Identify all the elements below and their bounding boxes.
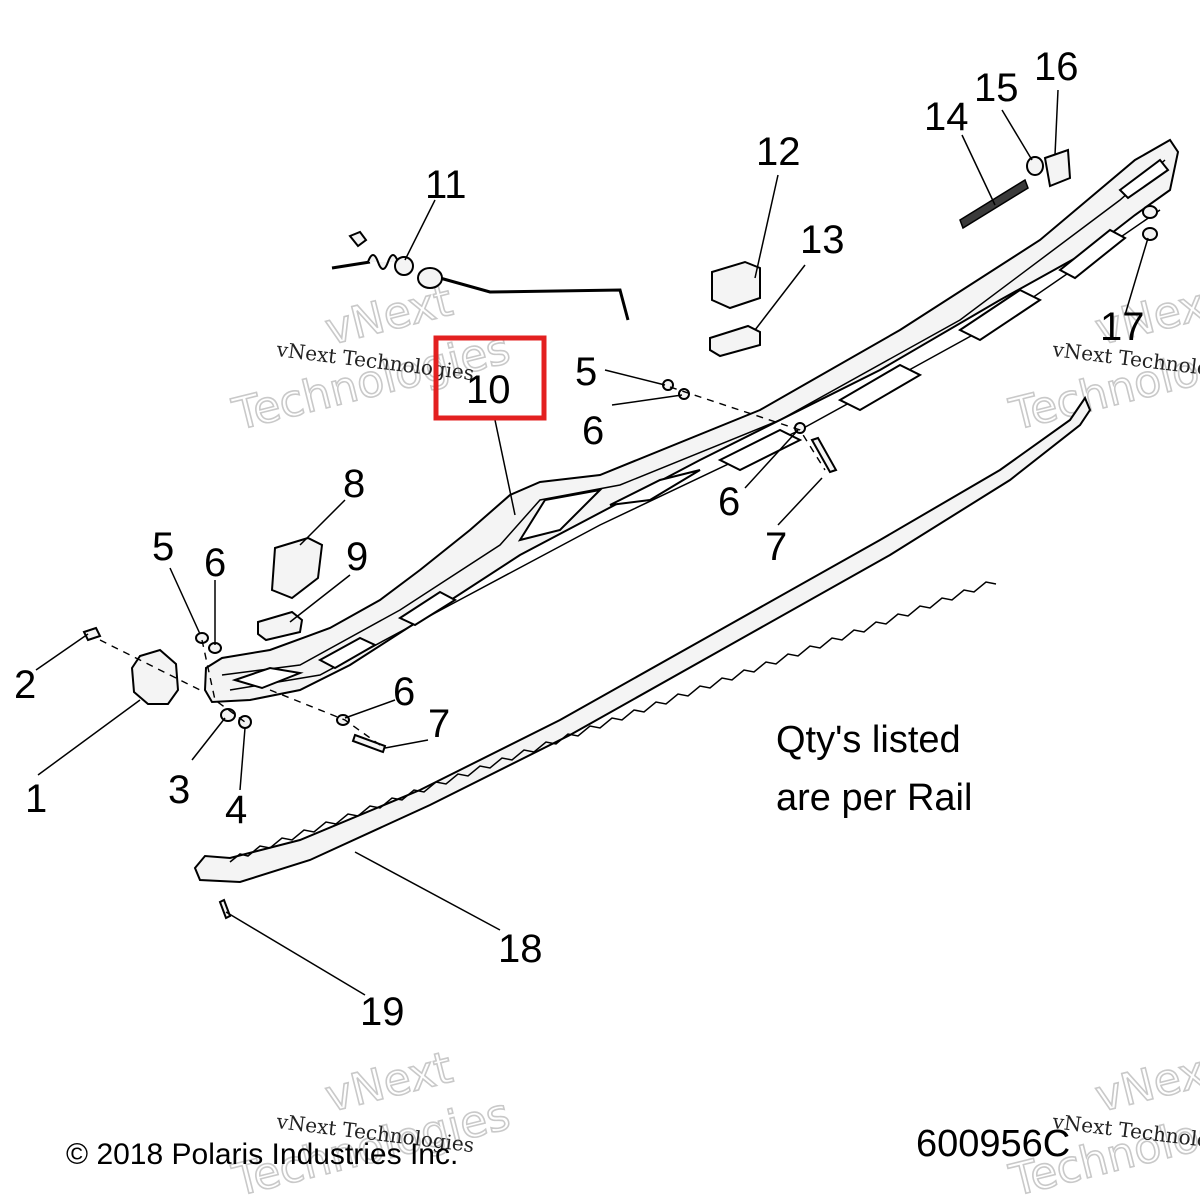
nut-17a (1142, 205, 1158, 219)
washer-3 (220, 708, 236, 722)
highlight-box (433, 335, 547, 421)
nut-4 (238, 715, 252, 729)
callout-3: 3 (168, 768, 190, 812)
callout-12: 12 (756, 130, 801, 174)
bolt-19 (218, 898, 232, 920)
watermark-bottom-right: Technologies vNext vNext Technologies (1004, 1041, 1200, 1200)
spring-coil (367, 254, 399, 270)
callout-16: 16 (1034, 45, 1079, 89)
callout-9: 9 (346, 535, 368, 579)
washer-6-mid (678, 388, 690, 400)
bumper-8 (270, 536, 324, 600)
note-line-1: Qty's listed (776, 719, 961, 761)
washer-15 (1026, 156, 1044, 176)
nut-17b (1142, 227, 1158, 241)
callout-4: 4 (225, 788, 247, 832)
end-cap-1 (130, 648, 180, 705)
rail-cutouts (231, 158, 1170, 690)
callout-5-mid: 5 (575, 350, 597, 394)
callout-7-lower: 7 (428, 702, 450, 746)
wear-strip (193, 395, 1092, 884)
callout-labels: 1 2 3 4 5 6 6 7 8 9 10 11 12 13 14 15 16… (14, 45, 1145, 1034)
spring-rod-assembly (331, 230, 630, 321)
hardware (195, 379, 838, 920)
bolt-7-lower (351, 733, 387, 754)
callout-1: 1 (25, 777, 47, 821)
spring-rod (331, 260, 630, 321)
watermark-bottom-left: Technologies vNext vNext Technologies (227, 1041, 516, 1200)
callout-14: 14 (924, 95, 969, 139)
bolt-7-rear (810, 436, 838, 474)
assembly-lines (99, 386, 826, 746)
callout-2: 2 (14, 663, 36, 707)
callout-7-rear: 7 (765, 525, 787, 569)
callout-6-mid: 6 (582, 409, 604, 453)
insert-9 (257, 610, 304, 642)
callout-17: 17 (1100, 305, 1145, 349)
callout-8: 8 (343, 462, 365, 506)
callout-6-lower: 6 (393, 670, 415, 714)
watermark-brand-text: vNext (1090, 1042, 1200, 1123)
insert-13 (709, 324, 761, 358)
callout-11: 11 (425, 163, 467, 207)
callout-5-front: 5 (152, 525, 174, 569)
callout-6-front: 6 (204, 541, 226, 585)
note-line-2: are per Rail (776, 777, 972, 819)
quantity-note: Qty's listed are per Rail (776, 719, 972, 819)
washer-11 (394, 256, 414, 276)
bolt-2 (82, 626, 102, 642)
bolt-11 (348, 230, 368, 248)
wear-strip-teeth (229, 581, 997, 863)
callout-18: 18 (498, 927, 543, 971)
copyright-text: © 2018 Polaris Industries Inc. (66, 1138, 458, 1171)
callout-6-rear: 6 (718, 480, 740, 524)
leader-lines (35, 89, 1149, 996)
drawing-number: 600956C (916, 1123, 1070, 1165)
block-12 (711, 260, 761, 310)
rail-inner-edge (221, 159, 1166, 676)
callout-13: 13 (800, 218, 845, 262)
bracket-16 (1043, 148, 1072, 188)
rail-assembly (203, 138, 1180, 704)
callout-19: 19 (360, 990, 405, 1034)
bushing-11 (417, 267, 443, 289)
callout-15: 15 (974, 66, 1019, 110)
callout-10: 10 (466, 368, 511, 412)
